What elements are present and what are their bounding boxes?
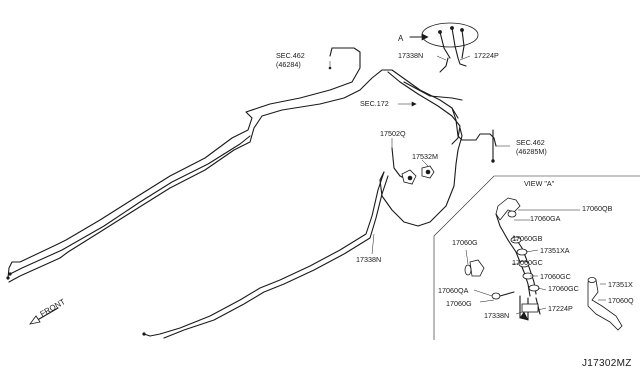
leader-lines xyxy=(328,55,606,315)
label-sec462-right-code: (46285M) xyxy=(516,147,547,156)
label-sec172: SEC.172 xyxy=(360,99,389,108)
main-pipe-bundle xyxy=(6,47,463,283)
view-a-frame xyxy=(433,175,640,340)
label-17532m: 17532M xyxy=(412,152,438,161)
front-arrow-icon xyxy=(29,307,59,325)
label-17224p-view: 17224P xyxy=(548,304,573,313)
label-17060ga: 17060GA xyxy=(530,214,561,223)
front-label: FRONT xyxy=(39,297,67,319)
component-17532m xyxy=(421,165,435,179)
fuel-tank-top xyxy=(421,22,479,73)
label-sec462-right: SEC.462 xyxy=(516,138,545,147)
label-17224p-top: 17224P xyxy=(474,51,499,60)
label-17060qb: 17060QB xyxy=(582,204,613,213)
label-17060gb: 17060GB xyxy=(512,234,543,243)
label-17060gc-2: 17060GC xyxy=(540,272,571,281)
lower-pipe-run xyxy=(142,163,457,339)
label-17060g-left: 17060G xyxy=(452,238,478,247)
view-a-arrow xyxy=(409,33,429,41)
label-sec462-top: SEC.462 xyxy=(276,51,305,60)
label-17338n-main: 17338N xyxy=(356,255,381,264)
label-17060qa: 17060QA xyxy=(438,286,469,295)
component-17502q xyxy=(391,147,417,185)
label-17338n-top: 17338N xyxy=(398,51,423,60)
label-sec462-top-code: (46284) xyxy=(276,60,301,69)
label-17060q: 17060Q xyxy=(608,296,634,305)
label-17502q: 17502Q xyxy=(380,129,406,138)
label-17060gc-3: 17060GC xyxy=(548,284,579,293)
label-17338n-view: 17338N xyxy=(484,311,509,320)
label-17351xa: 17351XA xyxy=(540,246,570,255)
label-17351x: 17351X xyxy=(608,280,633,289)
tank-right-pipes xyxy=(451,107,497,165)
diagram-code: J17302MZ xyxy=(582,358,632,369)
label-17060gc-1: 17060GC xyxy=(512,258,543,267)
label-17060g-bottom: 17060G xyxy=(446,299,472,308)
view-a-marker: A xyxy=(398,34,404,43)
view-a-title: VIEW "A" xyxy=(524,179,555,188)
